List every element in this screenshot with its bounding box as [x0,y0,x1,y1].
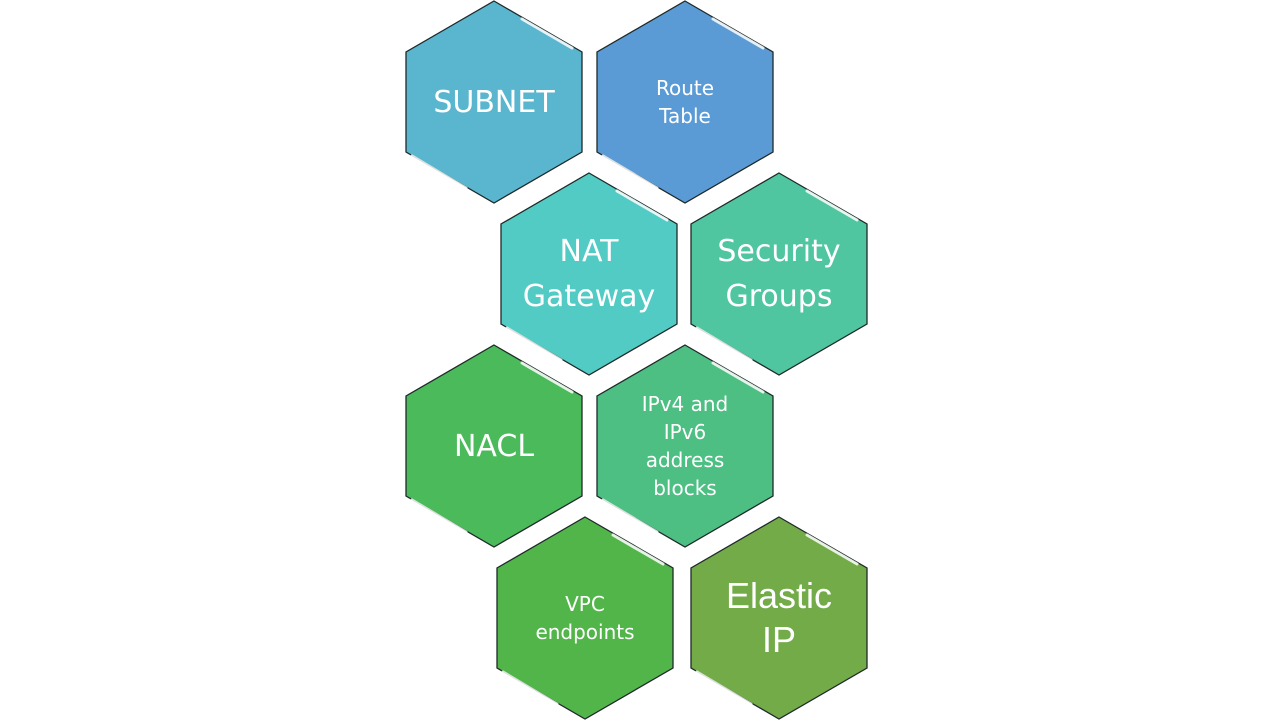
gloss-highlight [805,189,859,222]
hexagon-fill [690,172,868,376]
hexagon-shape [500,172,678,376]
gloss-highlight [615,189,669,222]
hexagon-shape [596,344,774,548]
gloss-highlight [805,533,859,566]
hex-label: SUBNET [433,84,555,120]
hexagon-shape [405,0,583,204]
hex-label: VPC endpoints [535,592,635,644]
hexagon-fill [500,172,678,376]
hex-label: NAT Gateway [522,234,656,314]
hex-security-groups: Security Groups [689,171,869,377]
gloss-highlight [695,670,753,706]
gloss-highlight [520,17,574,50]
hex-nat-gateway: NAT Gateway [499,171,679,377]
hex-vpc-endpoints: VPC endpoints [495,515,675,721]
hex-label: Elastic IP [725,575,833,660]
gloss-highlight [711,17,765,50]
hexagon-fill [690,516,868,720]
hex-label: Security Groups [717,234,841,314]
gloss-highlight [501,670,559,706]
hexagon-shape [690,516,868,720]
hexagon-fill [405,0,583,204]
gloss-highlight [601,154,659,190]
gloss-highlight [611,533,665,566]
gloss-highlight [695,326,753,362]
hexagon-shape [496,516,674,720]
hexagon-fill [596,0,774,204]
hex-subnet: SUBNET [404,0,584,205]
hex-label: NACL [453,428,535,464]
hex-label: Route Table [655,76,715,128]
hexagon-fill [496,516,674,720]
hex-label: IPv4 and IPv6 address blocks [641,392,729,500]
gloss-highlight [601,498,659,534]
hexagon-shape [596,0,774,204]
gloss-highlight [711,361,765,394]
hex-route-table: Route Table [595,0,775,205]
hex-elastic-ip: Elastic IP [689,515,869,721]
hexagon-fill [405,344,583,548]
gloss-highlight [410,498,468,534]
hexagon-shape [405,344,583,548]
hex-nacl: NACL [404,343,584,549]
hexagon-fill [596,344,774,548]
hex-ipv4-ipv6: IPv4 and IPv6 address blocks [595,343,775,549]
gloss-highlight [410,154,468,190]
gloss-highlight [505,326,563,362]
gloss-highlight [520,361,574,394]
hexagon-shape [690,172,868,376]
